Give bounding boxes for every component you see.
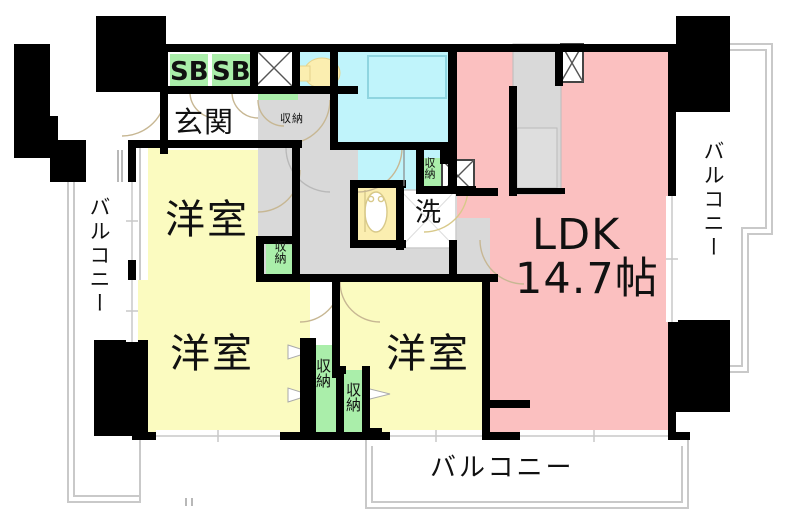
entry-step-lines bbox=[117, 150, 405, 506]
washer-pan bbox=[399, 189, 457, 249]
bathtub bbox=[367, 55, 447, 99]
closet-fills bbox=[170, 54, 442, 437]
kitchen-counter bbox=[512, 43, 562, 195]
room-fill-bedroom-2 bbox=[132, 280, 310, 437]
window-lines bbox=[126, 182, 678, 442]
washbasin-fixture bbox=[364, 190, 388, 233]
